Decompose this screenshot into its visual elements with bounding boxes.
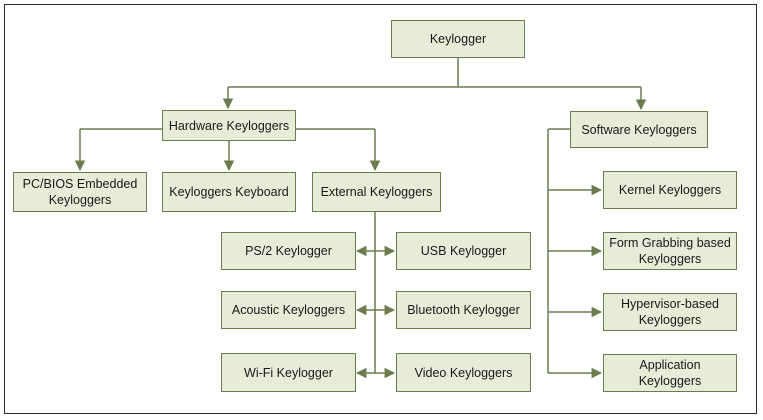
node-form-grabbing-keyloggers: Form Grabbing based Keyloggers <box>603 232 737 270</box>
node-external-keyloggers: External Keyloggers <box>312 172 441 212</box>
node-acoustic-keyloggers: Acoustic Keyloggers <box>221 291 356 329</box>
node-ps2-keylogger: PS/2 Keylogger <box>221 232 356 270</box>
node-wifi-keylogger: Wi-Fi Keylogger <box>221 353 356 392</box>
node-application-keyloggers: Application Keyloggers <box>603 354 737 392</box>
node-keyloggers-keyboard: Keyloggers Keyboard <box>162 172 296 212</box>
node-bluetooth-keylogger: Bluetooth Keylogger <box>396 291 531 329</box>
node-kernel-keyloggers: Kernel Keyloggers <box>603 171 737 209</box>
node-software-keyloggers: Software Keyloggers <box>570 111 708 148</box>
node-pc-bios-embedded-keyloggers: PC/BIOS Embedded Keyloggers <box>13 172 147 212</box>
node-video-keyloggers: Video Keyloggers <box>396 353 531 392</box>
node-hypervisor-keyloggers: Hypervisor-based Keyloggers <box>603 293 737 331</box>
node-keylogger: Keylogger <box>391 20 525 58</box>
diagram-frame <box>4 4 757 414</box>
node-hardware-keyloggers: Hardware Keyloggers <box>162 110 296 141</box>
node-usb-keylogger: USB Keylogger <box>396 232 531 270</box>
